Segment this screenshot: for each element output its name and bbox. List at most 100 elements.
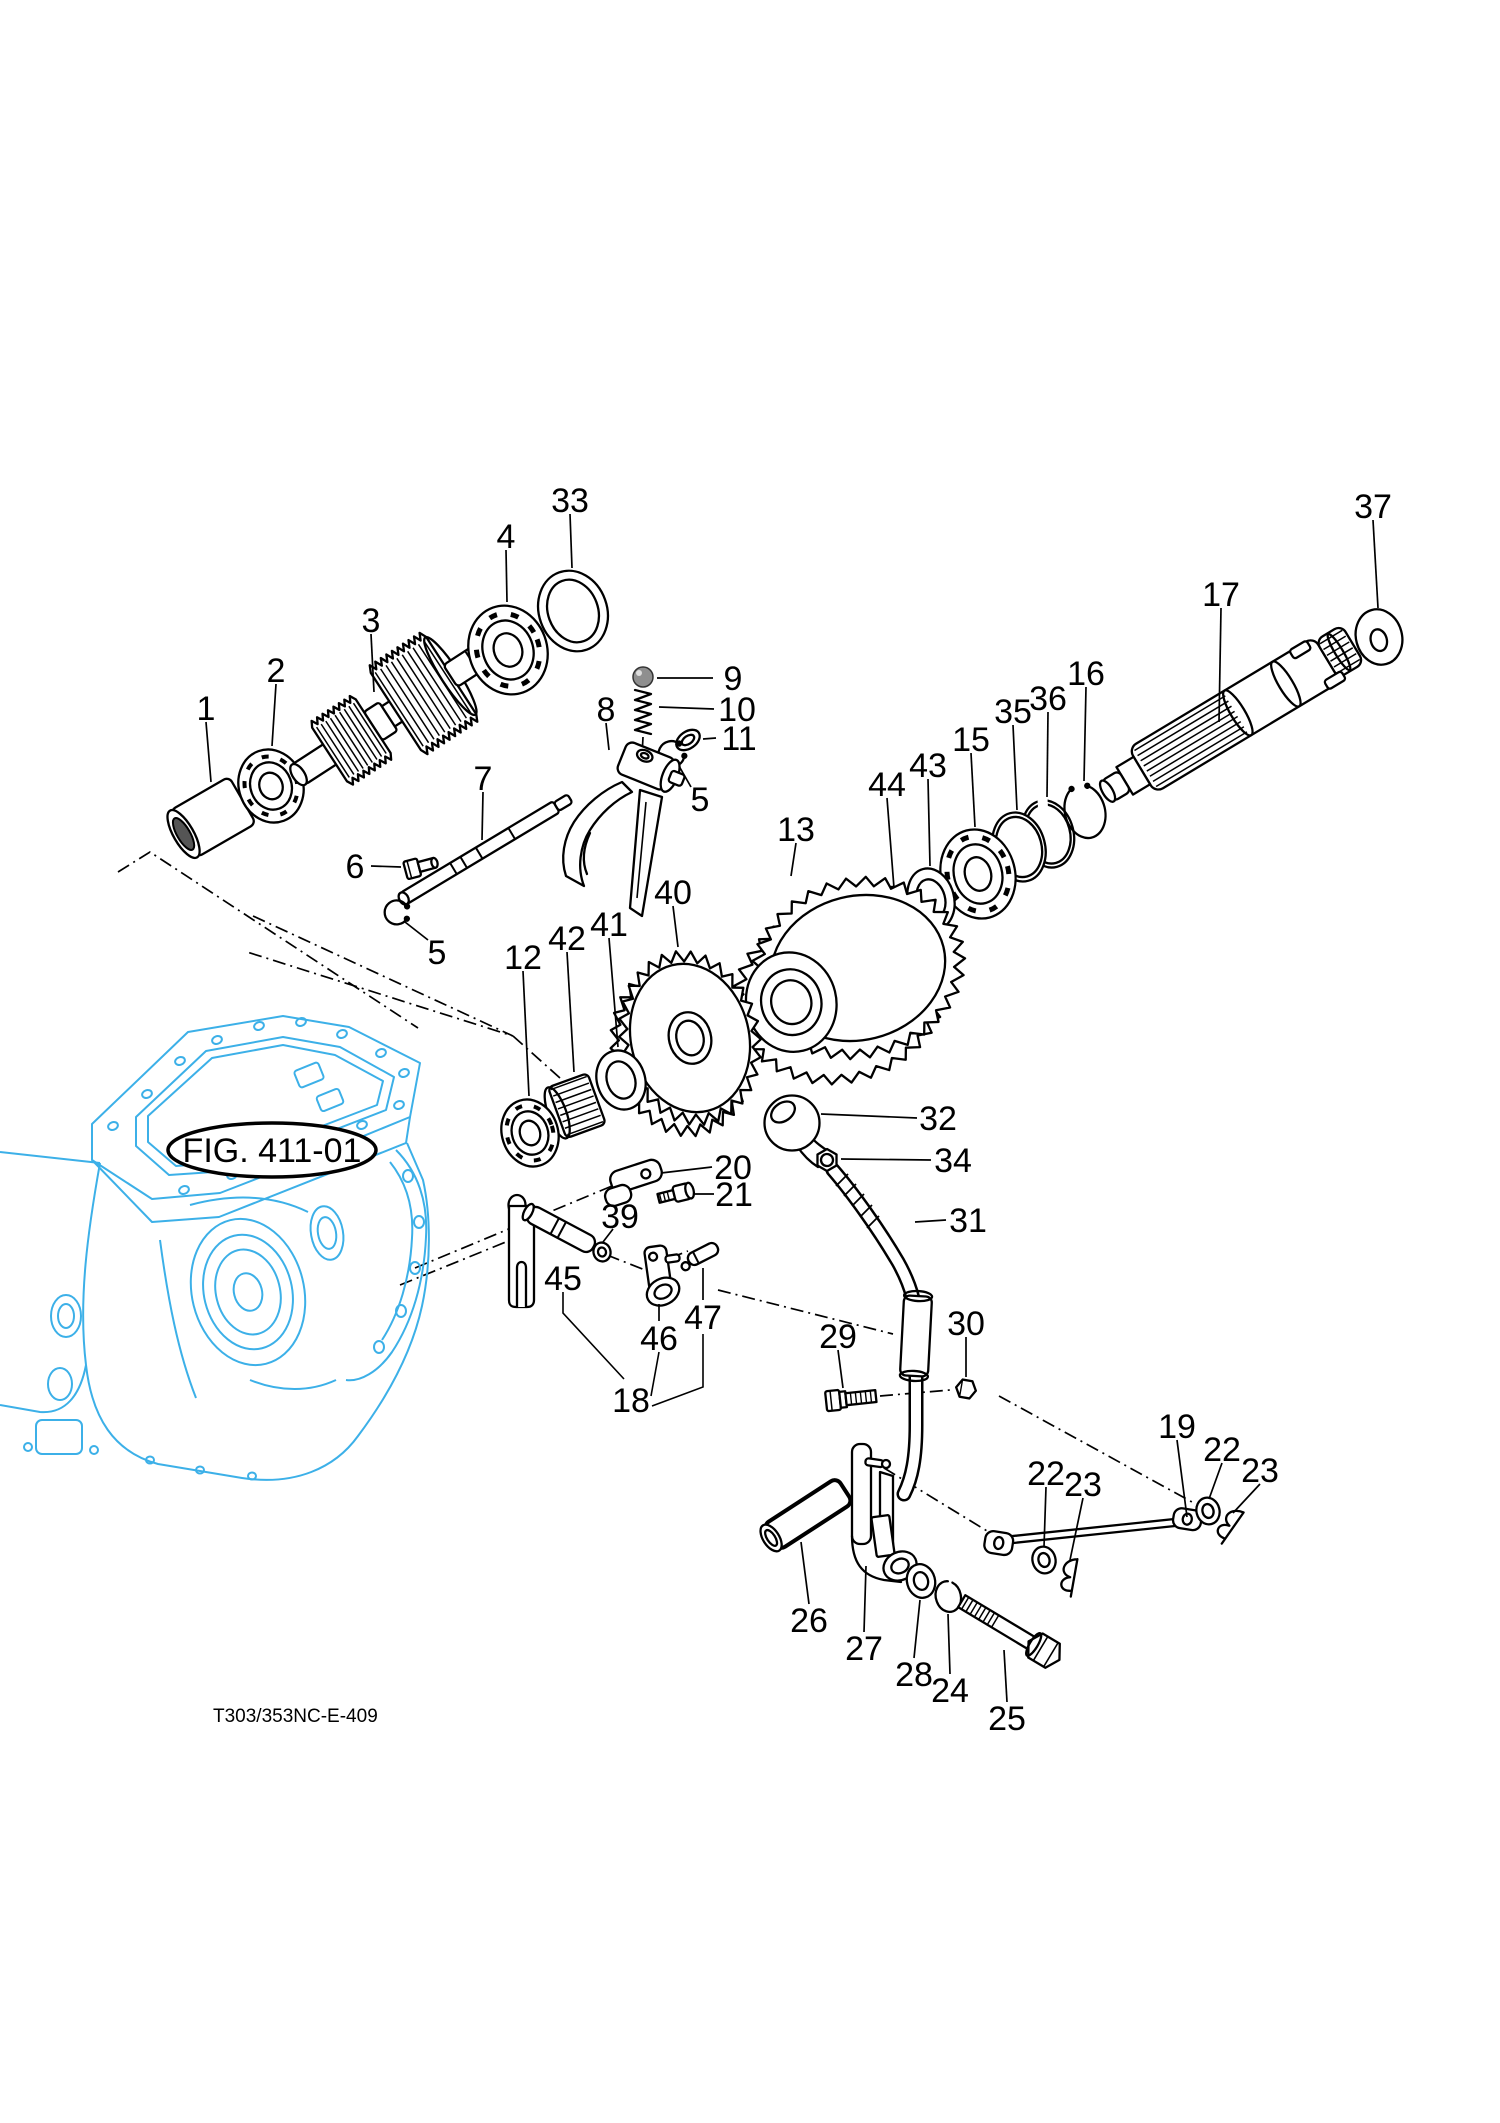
- leader-line-13: [790, 842, 797, 877]
- part-callout-18: 18: [612, 1382, 650, 1420]
- part-callout-1: 1: [197, 690, 216, 728]
- leader-line-12: [522, 970, 530, 1097]
- part-callout-36: 36: [1029, 680, 1067, 718]
- part-callout-43: 43: [909, 747, 947, 785]
- part-callout-16: 16: [1067, 655, 1105, 693]
- part-callout-29: 29: [819, 1318, 857, 1356]
- part-callout-34: 34: [934, 1142, 972, 1180]
- detent-ball-9: [632, 666, 654, 688]
- cotter-pin-23-left: [1060, 1558, 1079, 1598]
- bearing-4: [467, 604, 549, 696]
- part-callout-39: 39: [601, 1198, 639, 1236]
- case-arc-holes: [373, 1169, 425, 1354]
- gear-13: [731, 875, 967, 1086]
- leader-line-11: [702, 737, 717, 740]
- washer-22-right: [1195, 1496, 1221, 1526]
- leader-line-15: [970, 752, 976, 828]
- part-callout-6: 6: [346, 848, 365, 886]
- part-callout-37: 37: [1354, 488, 1392, 526]
- leader-line-28: [913, 1599, 921, 1659]
- leader-line-27: [863, 1565, 867, 1633]
- gear-40: [609, 950, 763, 1138]
- leader-line-32: [820, 1113, 918, 1119]
- leader-line-1: [205, 721, 212, 783]
- link-rod-19: [983, 1507, 1203, 1557]
- lever-31: [825, 1162, 934, 1502]
- group-brackets: [562, 1292, 704, 1407]
- spring-10: [633, 688, 653, 736]
- part-callout-47: 47: [684, 1299, 722, 1337]
- snap-ring-16: [1063, 782, 1107, 840]
- part-callout-30: 30: [947, 1305, 985, 1343]
- leader-line-37: [1372, 519, 1379, 609]
- part-callout-41: 41: [590, 906, 628, 944]
- part-callout-22: 22: [1027, 1455, 1065, 1493]
- leader-line-4: [505, 549, 508, 603]
- leader-line-7: [481, 791, 484, 841]
- shift-arm-27: [850, 1442, 918, 1584]
- part-callout-46: 46: [640, 1320, 678, 1358]
- part-callout-12: 12: [504, 939, 542, 977]
- part-callout-19: 19: [1158, 1408, 1196, 1446]
- part-callout-13: 13: [777, 811, 815, 849]
- leader-line-20: [660, 1166, 713, 1174]
- part-callout-5: 5: [428, 934, 447, 972]
- part-callout-8: 8: [597, 691, 616, 729]
- part-callout-27: 27: [845, 1630, 883, 1668]
- leader-line-41: [608, 937, 619, 1048]
- part-callout-23: 23: [1064, 1466, 1102, 1504]
- leader-line-3: [370, 633, 375, 693]
- gear-shaft-3: [289, 631, 498, 787]
- leader-line-42: [566, 951, 575, 1073]
- part-callout-4: 4: [497, 518, 516, 556]
- bearing-2: [237, 748, 305, 824]
- part-callout-5: 5: [691, 781, 710, 819]
- part-callout-24: 24: [931, 1672, 969, 1710]
- leader-line-39: [602, 1228, 614, 1243]
- part-callout-10: 10: [718, 691, 756, 729]
- bracket-line: [651, 1334, 704, 1407]
- lever-sleeve: [898, 1289, 934, 1383]
- bolt-29: [824, 1388, 878, 1413]
- washer-37: [1354, 608, 1404, 666]
- snap-ring-5-lower: [383, 899, 411, 926]
- drawing-code: T303/353NC-E-409: [213, 1706, 378, 1727]
- part-callout-22: 22: [1203, 1431, 1241, 1469]
- figure-callout-text: FIG. 411-01: [183, 1132, 362, 1170]
- case-small-bore: [309, 1205, 345, 1261]
- leader-line-24: [947, 1613, 951, 1675]
- part-callout-28: 28: [895, 1656, 933, 1694]
- case-main-bore: [189, 1217, 307, 1367]
- shift-rod-7: [397, 794, 573, 906]
- leader-line-10: [658, 706, 715, 710]
- part-callout-40: 40: [654, 874, 692, 912]
- seal-ring-33: [536, 569, 610, 653]
- part-callout-9: 9: [724, 660, 743, 698]
- figure-callout: FIG. 411-01: [166, 1121, 378, 1179]
- washer-39: [592, 1241, 612, 1263]
- leader-line-40: [672, 905, 679, 948]
- leader-line-23: [1069, 1497, 1084, 1561]
- leader-line-8: [605, 722, 610, 751]
- part-callout-25: 25: [988, 1700, 1026, 1738]
- part-callout-31: 31: [949, 1202, 987, 1240]
- part-callout-42: 42: [548, 920, 586, 958]
- shift-fork-8: [562, 741, 686, 918]
- leader-line-33: [569, 513, 573, 569]
- leader-line-22: [1208, 1462, 1223, 1500]
- washer-22-left: [1031, 1545, 1057, 1575]
- bolt-6: [402, 856, 439, 881]
- transmission-case: [0, 1015, 430, 1481]
- leader-line-43: [927, 778, 931, 867]
- knob-32: [763, 1094, 832, 1169]
- bracket-line: [562, 1292, 625, 1380]
- bolt-25: [956, 1594, 1061, 1669]
- lock-washer-24: [934, 1580, 963, 1613]
- leader-line-6: [370, 865, 402, 868]
- leader-line-29: [837, 1349, 844, 1389]
- bearing-12: [500, 1098, 560, 1168]
- part-callout-21: 21: [715, 1176, 753, 1214]
- part-callout-17: 17: [1202, 576, 1240, 614]
